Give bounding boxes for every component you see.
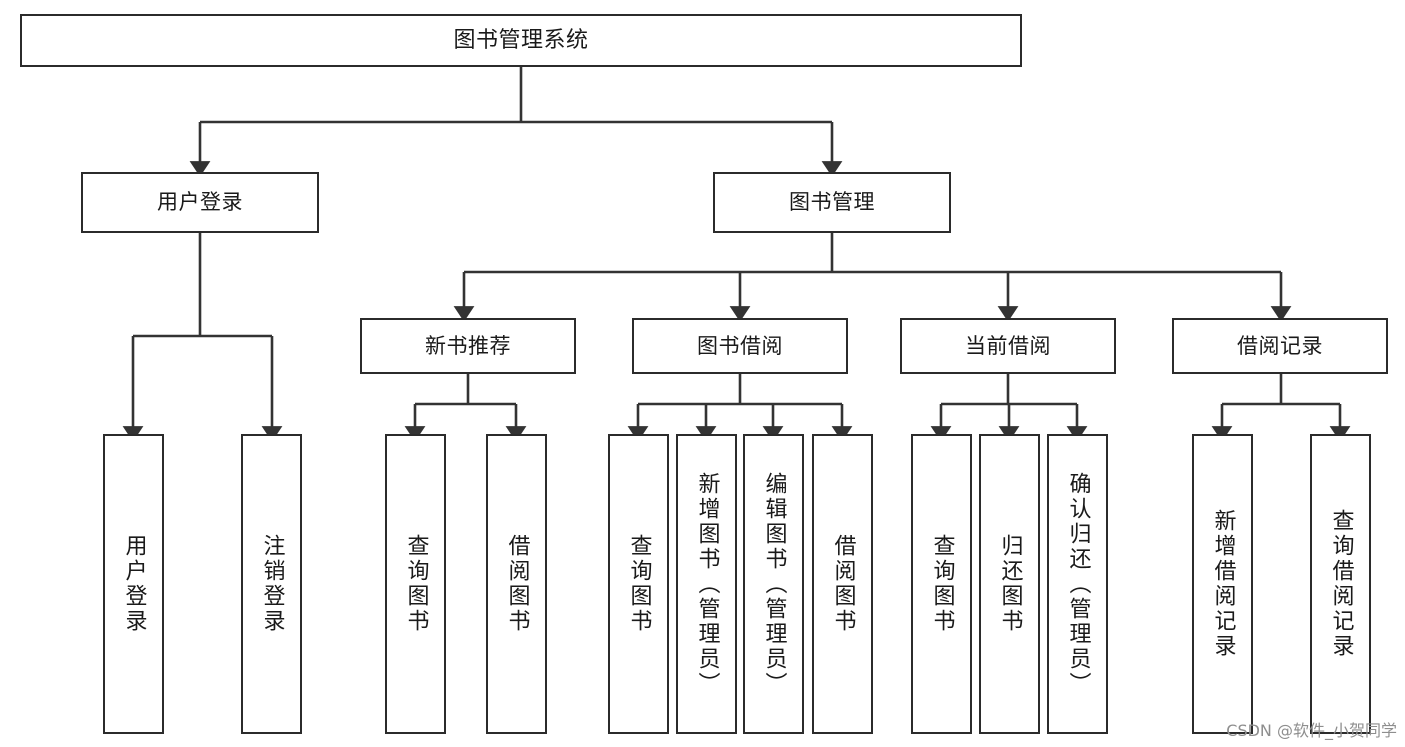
leaf-borrow-borrow-book-label: 借阅图书 [830, 534, 856, 634]
leaf-records-query-record[interactable]: 查询借阅记录 [1310, 434, 1371, 734]
node-root-label: 图书管理系统 [453, 27, 589, 53]
leaf-borrow-borrow-book[interactable]: 借阅图书 [812, 434, 873, 734]
node-user-login-label: 用户登录 [157, 190, 243, 215]
leaf-logout-label: 注销登录 [259, 534, 285, 634]
node-current-borrow-label: 当前借阅 [965, 333, 1051, 358]
leaf-current-return-book-label: 归还图书 [997, 534, 1023, 634]
leaf-user-login-label: 用户登录 [121, 534, 147, 634]
leaf-borrow-query-book[interactable]: 查询图书 [608, 434, 669, 734]
leaf-borrow-add-book-admin-label: 新增图书（管理员） [694, 471, 720, 697]
node-book-management-label: 图书管理 [789, 190, 875, 215]
node-book-borrow-label: 图书借阅 [697, 333, 783, 358]
node-book-borrow[interactable]: 图书借阅 [632, 318, 848, 374]
leaf-borrow-edit-book-admin-label: 编辑图书（管理员） [761, 471, 787, 697]
leaf-borrow-query-book-label: 查询图书 [626, 534, 652, 634]
leaf-current-confirm-return-admin-label: 确认归还（管理员） [1065, 471, 1091, 697]
leaf-current-query-book[interactable]: 查询图书 [911, 434, 972, 734]
leaf-records-query-record-label: 查询借阅记录 [1328, 509, 1354, 659]
node-borrow-records-label: 借阅记录 [1237, 333, 1323, 358]
node-user-login[interactable]: 用户登录 [81, 172, 319, 233]
node-new-book-recommend-label: 新书推荐 [425, 333, 511, 358]
node-current-borrow[interactable]: 当前借阅 [900, 318, 1116, 374]
leaf-current-return-book[interactable]: 归还图书 [979, 434, 1040, 734]
csdn-watermark: CSDN @软件_小贺同学 [1226, 721, 1397, 740]
leaf-logout[interactable]: 注销登录 [241, 434, 302, 734]
leaf-borrow-edit-book-admin[interactable]: 编辑图书（管理员） [743, 434, 804, 734]
leaf-current-confirm-return-admin[interactable]: 确认归还（管理员） [1047, 434, 1108, 734]
leaf-current-query-book-label: 查询图书 [929, 534, 955, 634]
leaf-newbook-borrow-book-label: 借阅图书 [504, 534, 530, 634]
leaf-user-login[interactable]: 用户登录 [103, 434, 164, 734]
node-book-management[interactable]: 图书管理 [713, 172, 951, 233]
leaf-borrow-add-book-admin[interactable]: 新增图书（管理员） [676, 434, 737, 734]
leaf-newbook-borrow-book[interactable]: 借阅图书 [486, 434, 547, 734]
leaf-records-add-record[interactable]: 新增借阅记录 [1192, 434, 1253, 734]
node-borrow-records[interactable]: 借阅记录 [1172, 318, 1388, 374]
node-new-book-recommend[interactable]: 新书推荐 [360, 318, 576, 374]
leaf-newbook-query-book-label: 查询图书 [403, 534, 429, 634]
leaf-records-add-record-label: 新增借阅记录 [1210, 509, 1236, 659]
node-root[interactable]: 图书管理系统 [20, 14, 1022, 67]
leaf-newbook-query-book[interactable]: 查询图书 [385, 434, 446, 734]
